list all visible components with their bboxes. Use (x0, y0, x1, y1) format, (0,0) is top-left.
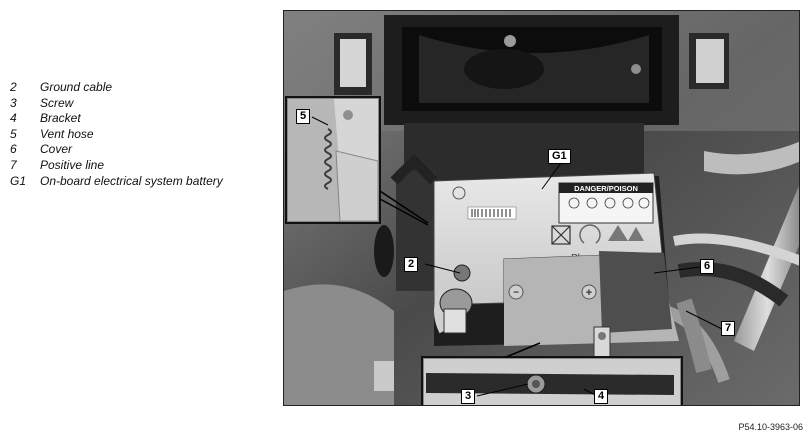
callout-5: 5 (296, 109, 311, 124)
engine-bay-drawing: DANGER/POISON Pb − + (284, 11, 799, 405)
battery-warning-text: DANGER/POISON (574, 184, 638, 193)
callout-g1: G1 (548, 149, 571, 164)
legend-label: Vent hose (40, 126, 94, 141)
legend-label: Screw (40, 95, 74, 110)
battery-photo: DANGER/POISON Pb − + (283, 10, 800, 406)
legend-number: 6 (10, 142, 17, 157)
battery-plus-symbol: + (586, 287, 592, 299)
callout-4: 4 (594, 389, 609, 404)
legend-number: 4 (10, 111, 17, 126)
legend-number: 5 (10, 126, 17, 141)
legend-number: 3 (10, 95, 17, 110)
leader-lines (311, 116, 723, 397)
air-duct-frame (384, 15, 679, 140)
legend-number: 2 (10, 80, 17, 94)
positive-terminal-cover (599, 251, 672, 333)
callout-7: 7 (721, 321, 736, 336)
callout-6: 6 (700, 259, 715, 274)
legend-label: Ground cable (40, 80, 113, 94)
battery-minus-symbol: − (513, 288, 519, 299)
battery-g1: DANGER/POISON Pb − + (433, 172, 679, 346)
ground-cable-terminal (434, 264, 473, 334)
legend-label: Cover (40, 142, 73, 157)
figure-reference: P54.10-3963-06 (738, 422, 803, 432)
callout-3: 3 (461, 389, 476, 404)
legend-label: Bracket (40, 111, 81, 126)
callout-2: 2 (404, 257, 419, 272)
legend-number: 7 (10, 157, 17, 172)
legend-number: G1 (10, 173, 27, 188)
legend-label: On-board electrical system battery (40, 173, 223, 188)
legend-label: Positive line (40, 157, 105, 172)
